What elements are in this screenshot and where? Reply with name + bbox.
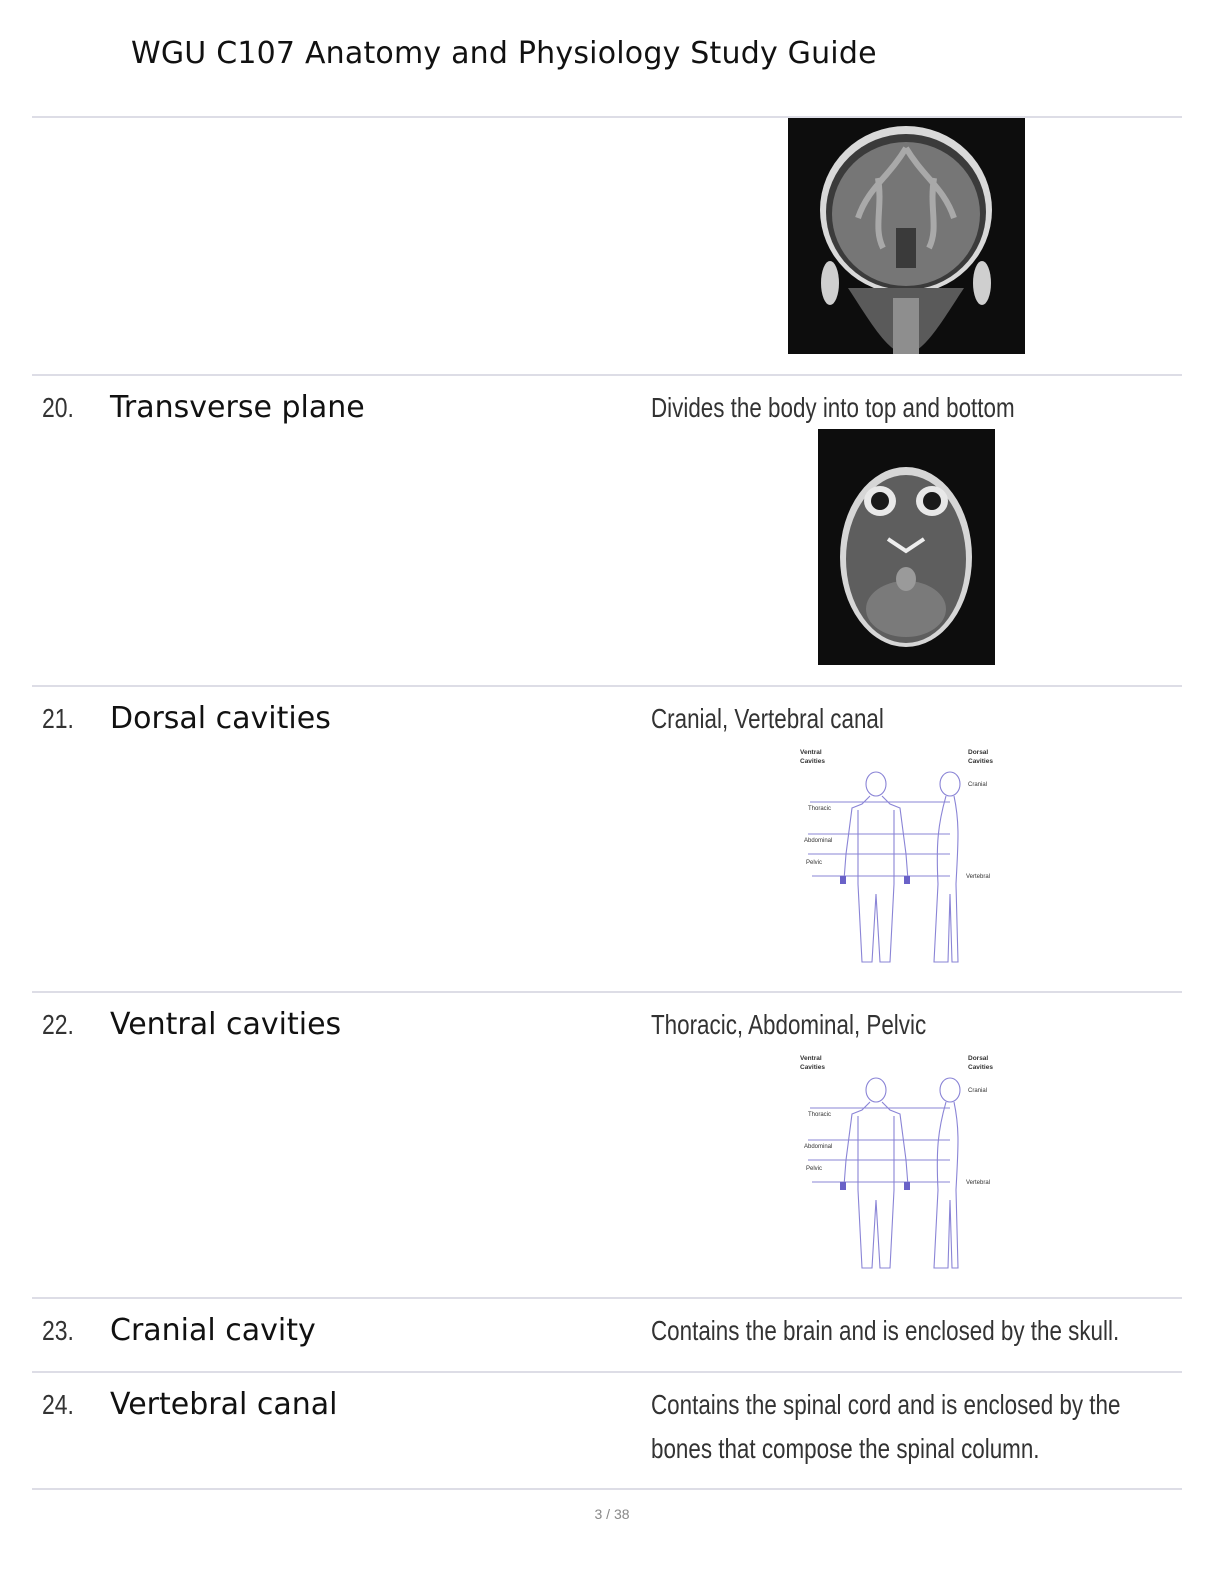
body-cavities-diagram: Ventral Cavities Dorsal Cavities Cranial…	[800, 1050, 1000, 1276]
entry-number: 23.	[42, 1315, 74, 1346]
entry-number: 22.	[42, 1009, 74, 1040]
svg-text:Cranial: Cranial	[968, 782, 987, 788]
svg-text:Dorsal: Dorsal	[968, 1055, 988, 1062]
entry-number: 20.	[42, 392, 74, 423]
entry-number: 21.	[42, 703, 74, 734]
svg-text:Cavities: Cavities	[968, 758, 993, 765]
svg-text:Thoracic: Thoracic	[808, 806, 831, 812]
entry-definition-line-1: Contains the spinal cord and is enclosed…	[651, 1389, 1121, 1420]
entry-number: 24.	[42, 1389, 74, 1420]
svg-text:Abdominal: Abdominal	[804, 1144, 832, 1150]
entry-definition: Thoracic, Abdominal, Pelvic	[651, 1009, 927, 1040]
svg-text:Cavities: Cavities	[800, 758, 825, 765]
body-cavities-diagram: Ventral Cavities Dorsal Cavities Cranial…	[800, 744, 1000, 970]
entry-definition: Divides the body into top and bottom	[651, 392, 1015, 423]
entry-term: Dorsal cavities	[110, 701, 331, 736]
svg-text:Thoracic: Thoracic	[808, 1112, 831, 1118]
transverse-mri-image	[818, 429, 995, 665]
svg-text:Cavities: Cavities	[800, 1064, 825, 1071]
svg-text:Vertebral: Vertebral	[966, 1180, 990, 1186]
divider	[32, 1488, 1182, 1490]
entry-term: Cranial cavity	[110, 1313, 316, 1348]
svg-text:Pelvic: Pelvic	[806, 860, 822, 866]
svg-text:Pelvic: Pelvic	[806, 1166, 822, 1172]
svg-text:Abdominal: Abdominal	[804, 838, 832, 844]
divider	[32, 1371, 1182, 1373]
svg-text:Vertebral: Vertebral	[966, 874, 990, 880]
entry-term: Transverse plane	[110, 390, 365, 425]
divider	[32, 116, 1182, 118]
entry-term: Vertebral canal	[110, 1387, 338, 1422]
svg-text:Cranial: Cranial	[968, 1088, 987, 1094]
entry-definition: Contains the brain and is enclosed by th…	[651, 1315, 1120, 1346]
entry-definition-line-2: bones that compose the spinal column.	[651, 1433, 1040, 1464]
entry-term: Ventral cavities	[110, 1007, 342, 1042]
coronal-mri-image	[788, 118, 1025, 354]
page-title: WGU C107 Anatomy and Physiology Study Gu…	[131, 36, 877, 71]
divider	[32, 374, 1182, 376]
svg-text:Dorsal: Dorsal	[968, 749, 988, 756]
divider	[32, 991, 1182, 993]
divider	[32, 1297, 1182, 1299]
page-indicator: 3 / 38	[594, 1506, 630, 1522]
entry-definition: Cranial, Vertebral canal	[651, 703, 884, 734]
svg-text:Ventral: Ventral	[800, 749, 822, 756]
divider	[32, 685, 1182, 687]
svg-text:Ventral: Ventral	[800, 1055, 822, 1062]
svg-text:Cavities: Cavities	[968, 1064, 993, 1071]
